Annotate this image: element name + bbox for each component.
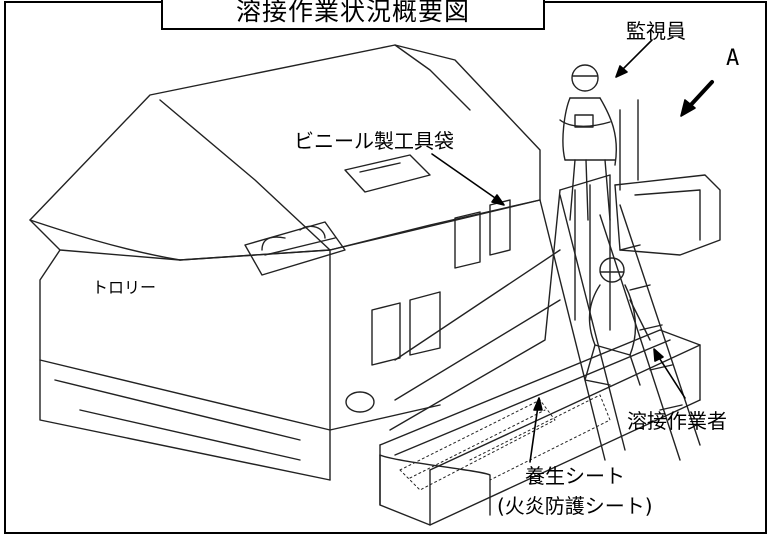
label-tool-bag: ビニール製工具袋 bbox=[294, 129, 454, 153]
diagram-title-box: 溶接作業状況概要図 bbox=[161, 0, 545, 30]
label-watcher: 監視員 bbox=[626, 19, 686, 43]
protective-sheet bbox=[399, 394, 611, 491]
label-trolley: トロリー bbox=[92, 278, 157, 297]
label-protective-sheet-note: (火炎防護シート) bbox=[497, 494, 653, 518]
label-welder: 溶接作業者 bbox=[627, 409, 727, 433]
diagram-frame bbox=[4, 1, 767, 534]
trolley-machine bbox=[29, 44, 541, 481]
label-direction-a: A bbox=[726, 46, 740, 71]
diagram-title: 溶接作業状況概要図 bbox=[235, 0, 470, 26]
welder-figure bbox=[584, 257, 651, 386]
label-protective-sheet: 養生シート bbox=[525, 464, 625, 488]
watcher-figure bbox=[559, 64, 617, 221]
walkway-platform bbox=[379, 99, 721, 526]
label-pointers bbox=[431, 39, 714, 463]
